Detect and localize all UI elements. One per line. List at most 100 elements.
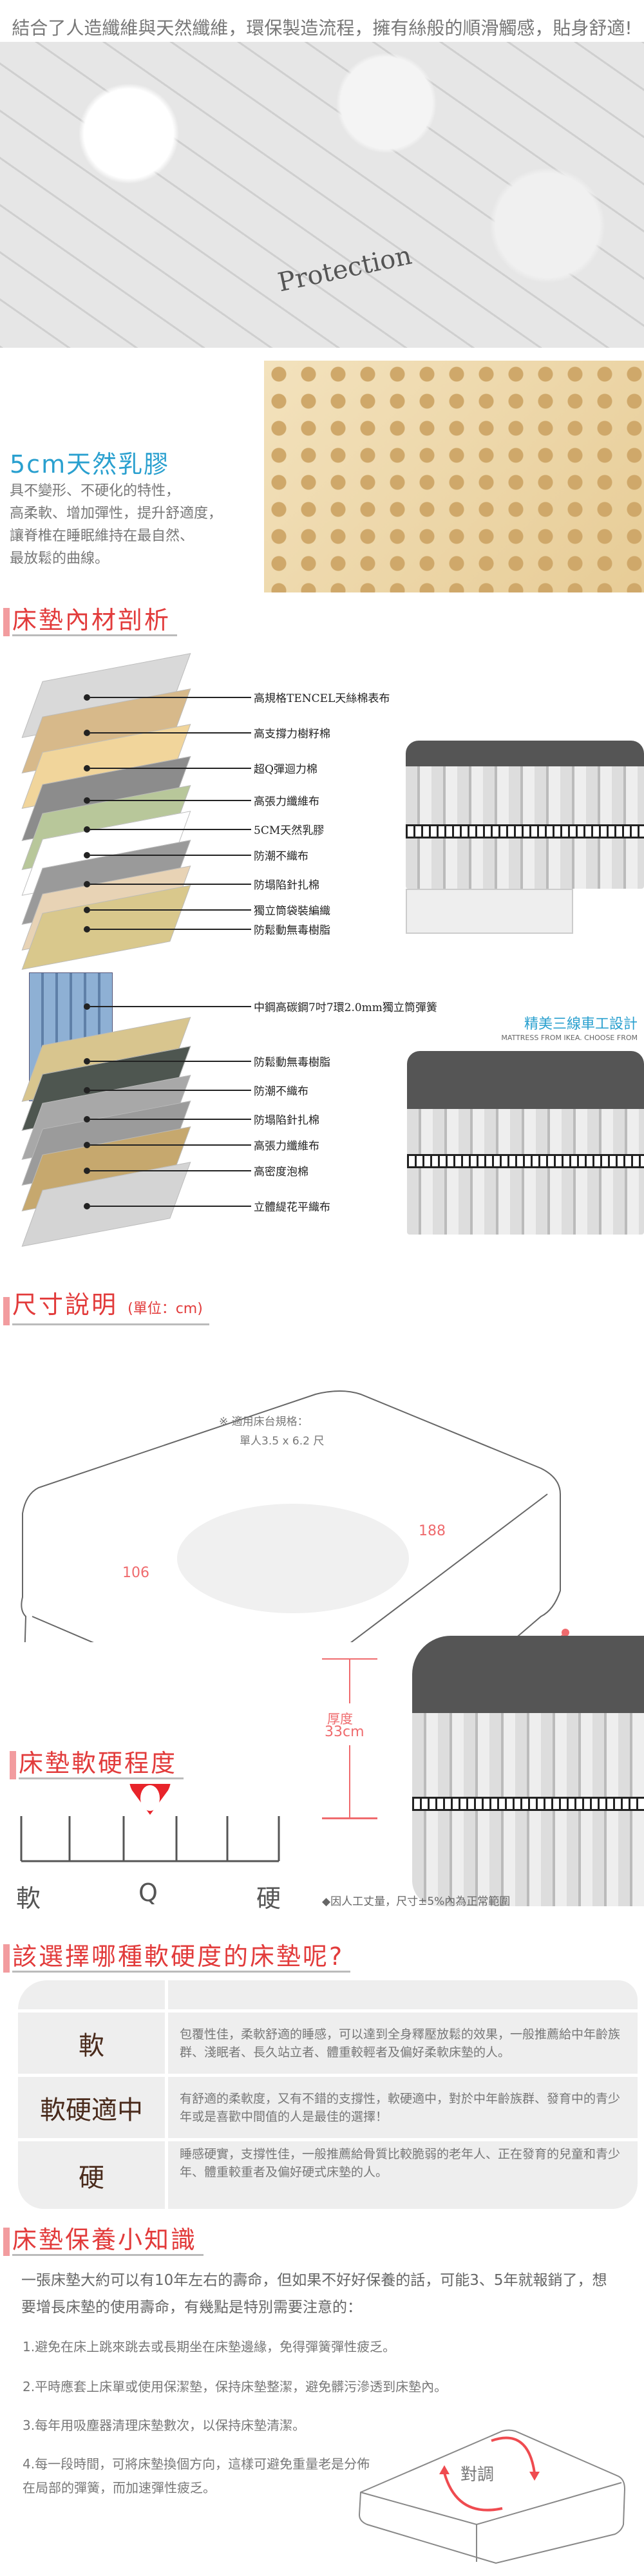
pointer-line <box>90 928 251 930</box>
firmness-marker-label: Q <box>138 1879 158 1907</box>
intro-text: 結合了人造纖維與天然纖維，環保製造流程，擁有絲般的順滑觸感，貼身舒適! <box>12 17 632 39</box>
firmness-desc: 有舒適的柔軟度，又有不錯的支撐性，軟硬適中，對於中年齡族群、發育中的青少年或是喜… <box>168 2077 638 2138</box>
layer-name: 防鬆動無毒樹脂 <box>252 921 332 937</box>
brand-logo: Protection <box>275 240 415 298</box>
layer-label: 防塌陷針扎棉 <box>84 876 321 892</box>
measurement-note: ◆因人工丈量，尺寸±5%內為正常範圍 <box>322 1895 511 1908</box>
layer-name: 防鬆動無毒樹脂 <box>252 1053 332 1069</box>
table-row: 硬睡感硬實，支撐性佳，一般推薦給骨質比較脆弱的老年人、正在發育的兒童和青少年、體… <box>18 2141 638 2209</box>
section-title: 該選擇哪種軟硬度的床墊呢? <box>12 1942 351 1973</box>
craft-title: 精美三線車工設計 <box>524 1016 638 1032</box>
firmness-type: 硬 <box>18 2141 165 2209</box>
table-row: 軟包覆性佳，柔軟舒適的睡感，可以達到全身釋壓放鬆的效果，一般推薦給中年齡族群、淺… <box>18 2012 638 2074</box>
mattress-photo <box>406 741 644 889</box>
layer-label: 防鬆動無毒樹脂 <box>84 921 332 937</box>
section-header-choose: 該選擇哪種軟硬度的床墊呢? <box>3 1940 351 1973</box>
pointer-dot <box>84 880 90 887</box>
length-dimension: 188 <box>419 1523 446 1539</box>
pointer-line <box>90 883 251 885</box>
pointer-line <box>90 1118 251 1120</box>
layer-name: 5CM天然乳膠 <box>252 821 326 837</box>
firmness-type: 軟硬適中 <box>18 2077 165 2138</box>
pointer-line <box>90 732 251 734</box>
pointer-dot <box>84 851 90 858</box>
desc-line: 讓脊椎在睡眠維持在最自然、 <box>10 528 194 544</box>
layer-label: 防潮不織布 <box>84 1082 310 1098</box>
section-header-care: 床墊保養小知識 <box>3 2224 204 2256</box>
thickness-label: 厚度 <box>327 1711 353 1727</box>
rotate-arrow-icon <box>491 2436 536 2474</box>
pointer-dot <box>84 1003 90 1010</box>
layer-name: 高張力纖維布 <box>252 792 321 808</box>
mattress-outline-diagram <box>21 1390 569 1642</box>
layer-label: 中鋼高碳鋼7吋7環2.0mm獨立筒彈簧 <box>84 998 439 1014</box>
pointer-dot <box>84 1086 90 1094</box>
size-title: 尺寸說明 <box>12 1291 118 1319</box>
stitching-closeup-photo <box>407 1051 644 1235</box>
layer-name: 超Q彈迴力棉 <box>252 760 319 776</box>
hard-label: 硬 <box>256 1884 281 1913</box>
pointer-dot <box>84 1167 90 1174</box>
layer-name: 立體緹花平織布 <box>252 1198 332 1214</box>
layer-name: 高密度泡棉 <box>252 1162 310 1179</box>
layer-label: 高張力纖維布 <box>84 792 321 808</box>
care-tip: 3.每年用吸塵器清理床墊數次，以保持床墊清潔。 <box>23 2418 306 2433</box>
thickness-value: 33cm <box>325 1724 365 1740</box>
pointer-line <box>90 1205 251 1207</box>
pointer-line <box>90 1005 251 1007</box>
layer-label: 防潮不織布 <box>84 847 310 863</box>
firmness-desc: 包覆性佳，柔軟舒適的睡感，可以達到全身釋壓放鬆的效果，一般推薦給中年齡族群、淺眠… <box>168 2012 638 2074</box>
table-row: 軟硬適中有舒適的柔軟度，又有不錯的支撐性，軟硬適中，對於中年齡族群、發育中的青少… <box>18 2077 638 2138</box>
rotate-mattress-diagram <box>358 2429 626 2564</box>
pointer-line <box>90 828 251 830</box>
layer-name: 防塌陷針扎棉 <box>252 1111 321 1127</box>
section-header-size: 尺寸說明 (單位：cm) <box>3 1291 209 1325</box>
layer-label: 5CM天然乳膠 <box>84 821 326 837</box>
layer-label: 防塌陷針扎棉 <box>84 1111 321 1127</box>
pointer-line <box>90 1089 251 1091</box>
section-title: 床墊軟硬程度 <box>19 1749 184 1779</box>
pointer-dot <box>84 906 90 913</box>
pointer-dot <box>84 1057 90 1065</box>
pointer-dot <box>84 764 90 772</box>
desc-line: 最放鬆的曲線。 <box>10 551 109 567</box>
layer-label: 高規格TENCEL天絲棉表布 <box>84 689 392 705</box>
pointer-line <box>90 1060 251 1062</box>
bed-base-photo <box>406 889 573 934</box>
pointer-dot <box>84 1115 90 1122</box>
pointer-line <box>90 1170 251 1171</box>
layer-label: 高密度泡棉 <box>84 1162 310 1179</box>
section-header-firmness: 床墊軟硬程度 <box>10 1747 184 1779</box>
quilted-fabric-photo: Protection <box>0 42 644 348</box>
pointer-line <box>90 767 251 769</box>
firmness-desc: 睡感硬實，支撐性佳，一般推薦給骨質比較脆弱的老年人、正在發育的兒童和青少年、體重… <box>168 2141 638 2209</box>
rotate-label: 對調 <box>460 2465 495 2485</box>
pointer-line <box>90 696 251 698</box>
unit-label: (單位：cm) <box>128 1301 203 1317</box>
bed-spec-note: ※ 適用床台規格： <box>219 1416 308 1428</box>
pointer-line <box>90 1144 251 1146</box>
mattress-side-photo <box>412 1636 644 1906</box>
section-title: 床墊保養小知識 <box>12 2226 204 2256</box>
pointer-dot <box>84 797 90 804</box>
pointer-dot <box>84 729 90 736</box>
layer-name: 防塌陷針扎棉 <box>252 876 321 892</box>
layer-label: 高張力纖維布 <box>84 1137 321 1153</box>
pin-hole <box>140 1785 160 1811</box>
layer-name: 防潮不織布 <box>252 1082 310 1098</box>
pointer-dot <box>84 826 90 833</box>
firmness-type: 軟 <box>18 2012 165 2074</box>
desc-line: 具不變形、不硬化的特性， <box>10 483 180 499</box>
pointer-dot <box>84 694 90 701</box>
care-tip: 1.避免在床上跳來跳去或長期坐在床墊邊緣，免得彈簧彈性疲乏。 <box>23 2339 396 2354</box>
pointer-dot <box>84 1202 90 1209</box>
layer-label: 高支撐力樹籽棉 <box>84 724 332 741</box>
care-tip: 4.每一段時間，可將床墊換個方向，這樣可避免重量老是分佈在局部的彈簧，而加速彈性… <box>23 2456 370 2496</box>
thickness-indicator: 厚度 33cm <box>322 1658 377 1819</box>
layer-name: 高支撐力樹籽棉 <box>252 724 332 741</box>
pointer-dot <box>84 1141 90 1148</box>
care-intro: 一張床墊大約可以有10年左右的壽命，但如果不好好保養的話，可能3、5年就報銷了，… <box>21 2272 607 2316</box>
width-dimension: 106 <box>122 1565 149 1581</box>
layer-name: 獨立筒袋裝編織 <box>252 902 332 918</box>
section-title: 床墊內材剖析 <box>12 606 178 636</box>
